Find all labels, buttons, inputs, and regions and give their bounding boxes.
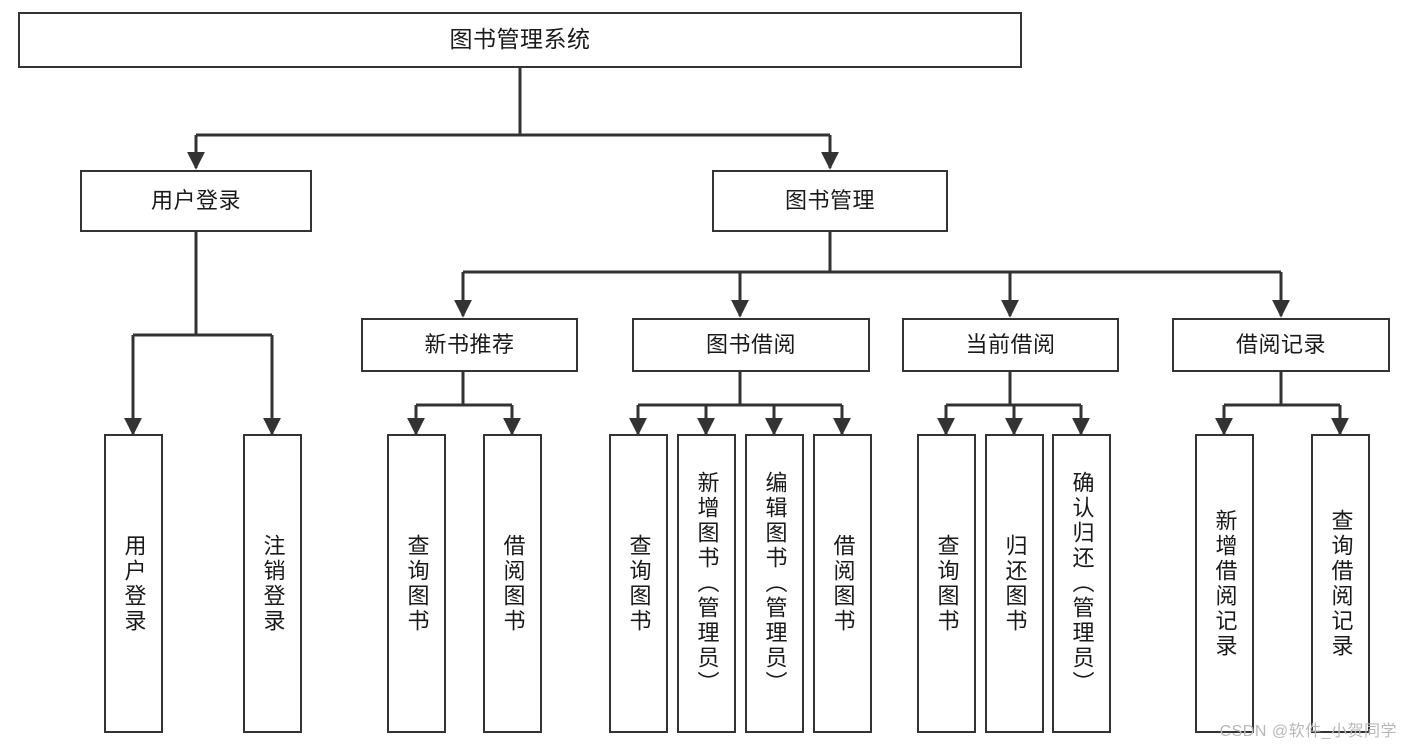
node-leaf-edit-book[interactable]: 编辑图书（管理员） (745, 434, 804, 733)
node-leaf-confirm-return-label: 确认归还（管理员） (1069, 471, 1095, 696)
node-leaf-query-record[interactable]: 查询借阅记录 (1311, 434, 1370, 733)
node-leaf-logout-login[interactable]: 注销登录 (243, 434, 302, 733)
node-leaf-query-book-2[interactable]: 查询图书 (609, 434, 668, 733)
node-leaf-borrow-book-2[interactable]: 借阅图书 (813, 434, 872, 733)
node-root-label: 图书管理系统 (449, 26, 591, 53)
node-leaf-return-book[interactable]: 归还图书 (985, 434, 1044, 733)
node-borrow-record-label: 借阅记录 (1235, 332, 1326, 358)
node-leaf-add-book-label: 新增图书（管理员） (694, 471, 720, 696)
node-book-borrow-label: 图书借阅 (705, 332, 796, 358)
node-book-borrow[interactable]: 图书借阅 (632, 318, 870, 372)
node-leaf-add-book[interactable]: 新增图书（管理员） (677, 434, 736, 733)
node-new-book-recommend-label: 新书推荐 (424, 332, 515, 358)
node-leaf-add-record[interactable]: 新增借阅记录 (1195, 434, 1254, 733)
node-root[interactable]: 图书管理系统 (18, 12, 1022, 68)
node-leaf-query-book-1-label: 查询图书 (404, 533, 430, 634)
node-new-book-recommend[interactable]: 新书推荐 (361, 318, 578, 372)
node-leaf-edit-book-label: 编辑图书（管理员） (762, 471, 788, 696)
node-book-manage[interactable]: 图书管理 (712, 170, 948, 232)
node-leaf-add-record-label: 新增借阅记录 (1212, 508, 1238, 659)
node-leaf-user-login[interactable]: 用户登录 (104, 434, 163, 733)
node-leaf-borrow-book-2-label: 借阅图书 (830, 533, 856, 634)
node-leaf-user-login-label: 用户登录 (121, 533, 147, 634)
node-leaf-return-book-label: 归还图书 (1002, 533, 1028, 634)
node-leaf-query-book-1[interactable]: 查询图书 (387, 434, 446, 733)
node-user-login-label: 用户登录 (150, 188, 241, 214)
node-leaf-query-book-3-label: 查询图书 (934, 533, 960, 634)
node-leaf-query-book-2-label: 查询图书 (626, 533, 652, 634)
node-leaf-borrow-book-1-label: 借阅图书 (500, 533, 526, 634)
watermark: CSDN @软件_小贺同学 (1219, 723, 1397, 740)
node-leaf-query-record-label: 查询借阅记录 (1328, 508, 1354, 659)
node-leaf-logout-login-label: 注销登录 (260, 533, 286, 634)
node-current-borrow-label: 当前借阅 (965, 332, 1056, 358)
node-leaf-confirm-return[interactable]: 确认归还（管理员） (1052, 434, 1111, 733)
node-book-manage-label: 图书管理 (784, 188, 875, 214)
node-user-login[interactable]: 用户登录 (80, 170, 312, 232)
node-current-borrow[interactable]: 当前借阅 (902, 318, 1119, 372)
node-leaf-query-book-3[interactable]: 查询图书 (917, 434, 976, 733)
node-borrow-record[interactable]: 借阅记录 (1172, 318, 1390, 372)
node-leaf-borrow-book-1[interactable]: 借阅图书 (483, 434, 542, 733)
